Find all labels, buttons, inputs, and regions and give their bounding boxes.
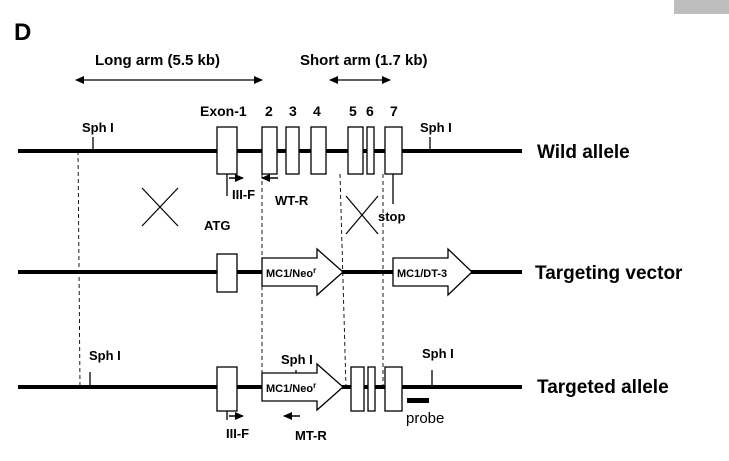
neo-cassette-vector-label: MC1/Neor (266, 266, 316, 280)
exon-5-box-targeted (350, 366, 365, 412)
targeted-allele-row: Sph I Sph I Sph I MC1/Neor probe Targete… (18, 346, 669, 443)
targeted-allele-label: Targeted allele (537, 377, 669, 398)
wt-r-label: WT-R (275, 193, 309, 208)
exon-1-box-wild (216, 126, 238, 175)
exon-2-box-wild (261, 126, 278, 175)
dt3-cassette (392, 247, 473, 297)
crossover-mark-right (345, 195, 379, 235)
targeting-vector-label: Targeting vector (535, 263, 683, 284)
dash-neo-right (339, 173, 347, 388)
sph-label-wild-right: Sph I (420, 120, 452, 135)
alignment-dashes (77, 150, 384, 388)
crossover-mark-left (141, 187, 179, 227)
exon-3-box-wild (285, 126, 300, 175)
long-arm-label: Long arm (5.5 kb) (95, 52, 220, 69)
exon-4-label: 4 (313, 103, 321, 119)
exon-5-label: 5 (349, 103, 357, 119)
probe-bar (407, 398, 429, 403)
iii-f-label-targeted: III-F (226, 426, 249, 441)
exon-3-label: 3 (289, 103, 297, 119)
dt3-cassette-label: MC1/DT-3 (397, 268, 447, 280)
exon-7-box-wild (384, 126, 403, 175)
neo-cassette-targeted (261, 362, 344, 412)
sph-label-wild-left: Sph I (82, 120, 114, 135)
iii-f-label-wild: III-F (232, 187, 255, 202)
wild-allele-row: Sph I Sph I Wild allele III-F WT-R ATG s… (18, 120, 630, 233)
exon-1-label: Exon-1 (200, 103, 247, 119)
exon-6-box-wild (366, 126, 375, 175)
sph-label-targeted-right: Sph I (422, 346, 454, 361)
exon-7-label: 7 (390, 103, 398, 119)
exon-2-label: 2 (265, 103, 273, 119)
exon-1-box-targeted (216, 366, 238, 412)
neo-cassette-targeted-label: MC1/Neor (266, 381, 316, 395)
sph-label-targeted-mid: Sph I (281, 352, 313, 367)
probe-label: probe (406, 410, 444, 427)
exon-5-box-wild (347, 126, 364, 175)
short-arm-label: Short arm (1.7 kb) (300, 52, 428, 69)
scan-smudge (674, 0, 729, 14)
neo-cassette-vector (261, 247, 344, 297)
panel-label: D (14, 19, 31, 46)
exon-7-box-targeted (384, 366, 403, 412)
exon-4-box-wild (310, 126, 327, 175)
exon-6-box-targeted (367, 366, 376, 412)
stop-label: stop (378, 209, 406, 224)
sph-label-targeted-left: Sph I (89, 348, 121, 363)
targeting-vector-row: MC1/Neor MC1/DT-3 Targeting vector (18, 247, 683, 297)
atg-label: ATG (204, 218, 230, 233)
exon-6-label: 6 (366, 103, 374, 119)
exon-1-box-vector (216, 253, 238, 293)
dash-left (77, 150, 81, 388)
wild-allele-label: Wild allele (537, 142, 630, 163)
mt-r-label: MT-R (295, 428, 327, 443)
